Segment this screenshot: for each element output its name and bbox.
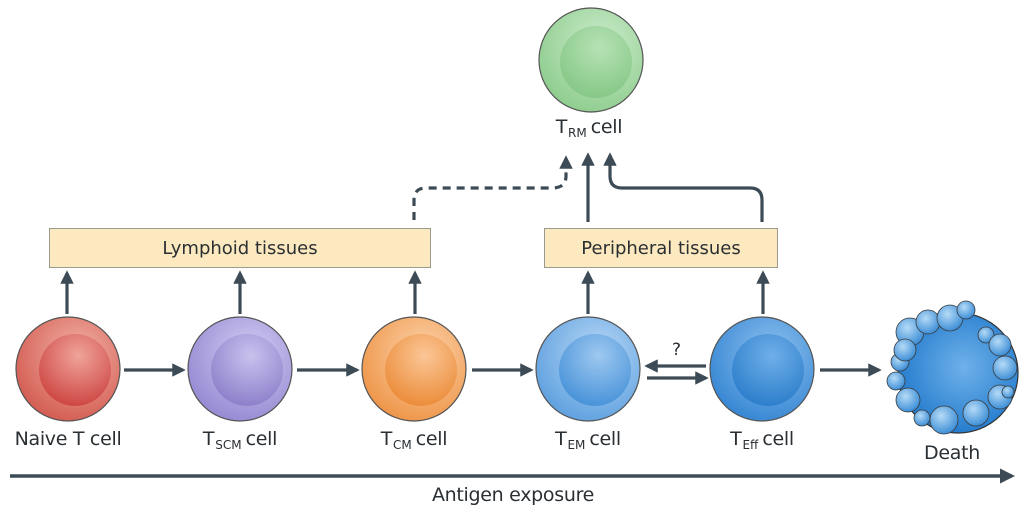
question-mark: ? [672, 340, 682, 360]
teff-cell [709, 316, 815, 422]
arrow-teff-path-to-trm [603, 152, 764, 222]
antigen-exposure-label: Antigen exposure [431, 484, 595, 506]
peripheral-tissues-box: Peripheral tissues [544, 228, 778, 268]
progression-arrows [10, 152, 1016, 484]
lymphoid-tissues-box: Lymphoid tissues [49, 228, 431, 268]
dashed-arrow-lymphoid-to-trm [412, 155, 573, 220]
naive-t-cell-label: Naive T cell [14, 428, 122, 450]
blebs [886, 300, 1018, 435]
tcm-cell [361, 316, 467, 422]
death-label: Death [924, 442, 980, 464]
naive-t-cell [15, 316, 121, 422]
trm-cell [538, 7, 644, 113]
dying-cell [886, 300, 1019, 435]
peripheral-tissues-label: Peripheral tissues [581, 237, 741, 259]
lymphoid-tissues-label: Lymphoid tissues [162, 237, 318, 259]
tscm-cell [187, 316, 293, 422]
tem-cell [535, 316, 641, 422]
